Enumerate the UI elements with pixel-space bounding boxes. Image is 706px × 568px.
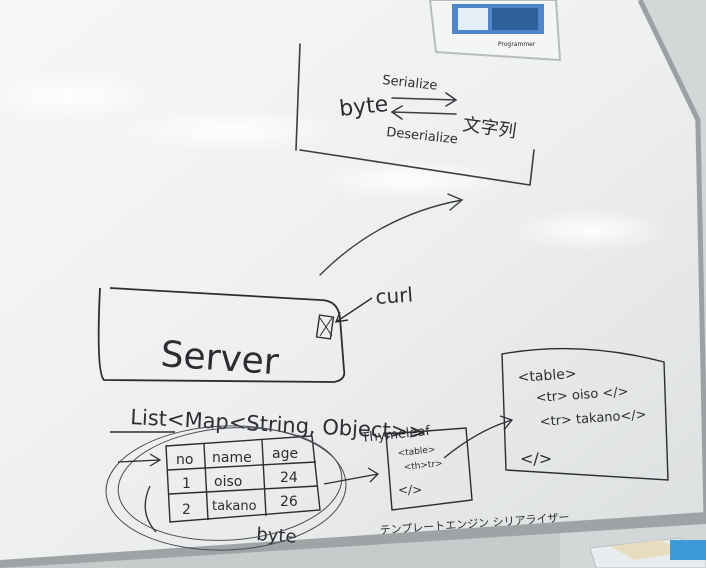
light-glare: [510, 208, 670, 252]
marker-tray: [0, 512, 706, 568]
thymeleaf-line: <table>: [397, 445, 436, 459]
whiteboard-frame: [637, 0, 706, 521]
table-cell: 24: [280, 470, 298, 486]
endpoint-icon: [315, 314, 335, 340]
serialization-box: [295, 43, 535, 186]
table-cell: takano: [212, 499, 257, 514]
deserialize-label: Deserialize: [386, 125, 459, 147]
poster-caption: Programmer: [498, 41, 536, 48]
endpoint-hatch: [319, 317, 333, 337]
light-glare: [0, 70, 160, 122]
arrow-to-thymeleaf: [323, 467, 380, 485]
arrow-left: [117, 453, 162, 467]
light-glare: [110, 108, 350, 152]
html-line: <tr> oiso </>: [535, 385, 629, 406]
html-line: <table>: [517, 366, 577, 386]
byte-label: byte: [338, 92, 390, 122]
arrow-to-serializer: [319, 193, 464, 276]
thymeleaf-box: [385, 427, 473, 511]
desk-box: [589, 537, 706, 568]
html-line: </>: [520, 449, 552, 468]
thymeleaf-label: Thymeleaf: [360, 424, 431, 446]
table-cell: oiso: [214, 474, 242, 490]
server-box: [97, 287, 346, 383]
curl-label: curl: [375, 282, 414, 309]
html-output-box: [501, 347, 669, 481]
table-cell: 26: [280, 494, 298, 510]
data-table: [165, 435, 321, 523]
light-glare: [310, 160, 510, 200]
highlight-ellipse: [117, 427, 343, 541]
thymeleaf-line: <th>tr>: [403, 459, 443, 473]
table-header-no: no: [176, 452, 193, 468]
table-cell: 1: [182, 476, 191, 492]
table-header-name: name: [212, 450, 252, 466]
html-line: <tr> takano</>: [539, 408, 647, 430]
serialize-label: Serialize: [382, 73, 438, 94]
bracket: [144, 485, 157, 533]
curl-arrow: [334, 297, 373, 323]
server-label: Server: [159, 334, 280, 383]
wall-poster: Programmer: [428, 0, 562, 62]
table-header-age: age: [272, 446, 298, 462]
thymeleaf-line: </>: [398, 483, 422, 497]
highlight-ellipse: [105, 425, 347, 551]
table-cell: 2: [182, 502, 191, 518]
